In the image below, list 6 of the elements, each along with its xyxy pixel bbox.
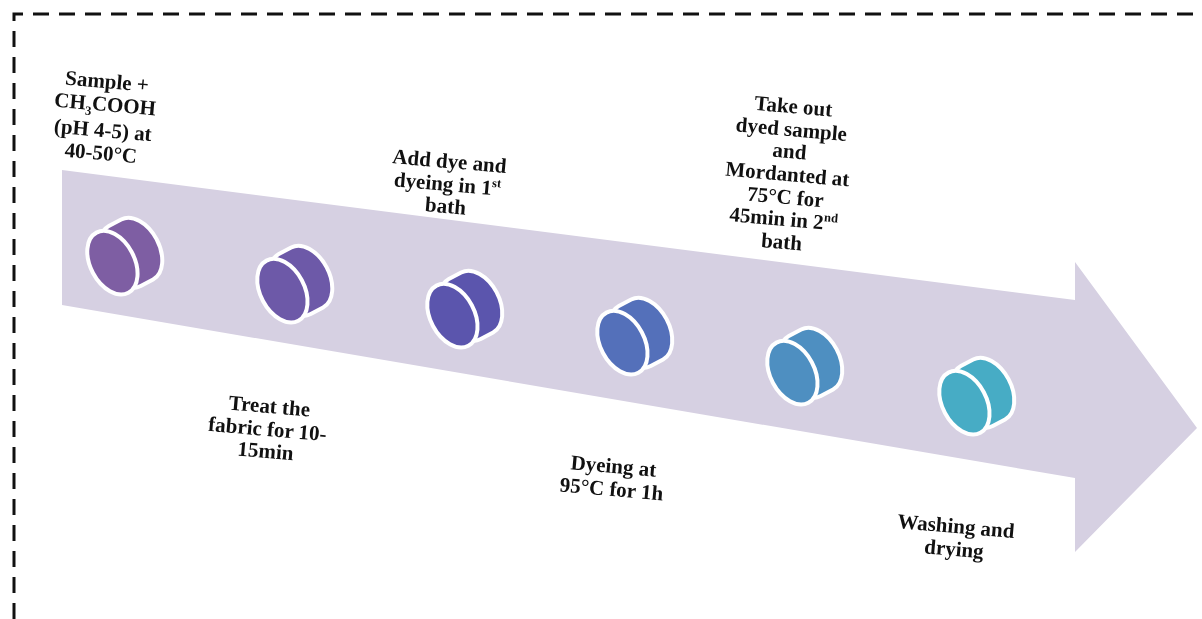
step-text: Washing and drying bbox=[895, 509, 1017, 566]
step-text: Treat the fabric for 10-15min bbox=[206, 389, 329, 468]
step-text: Dyeing at 95°C for 1h bbox=[557, 449, 666, 507]
step-text: Sample + CH$_{3}$COOH (pH 4-5) at 40-50°C bbox=[52, 65, 159, 170]
step-text: Take out dyed sample and Mordanted at 75°C for 45min in 2$^{nd}$ bath bbox=[723, 89, 852, 258]
step-text: Add dye and dyeing in 1$^{st}$ bath bbox=[390, 144, 509, 222]
